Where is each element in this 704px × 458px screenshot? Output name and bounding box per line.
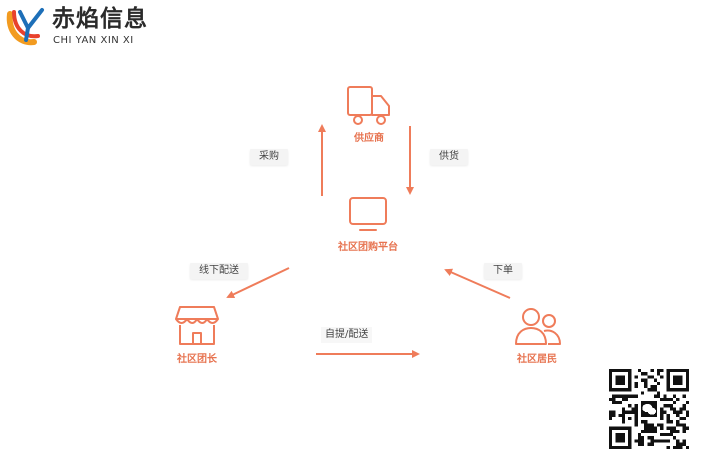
flow-label-supply: 供货 [430, 149, 468, 165]
flow-label-pickup-delivery: 自提/配送 [321, 327, 373, 343]
logo-name-cn: 赤焰信息 [52, 6, 148, 32]
people-icon [515, 308, 561, 345]
node-leader-label: 社区团长 [177, 354, 217, 365]
node-supplier-label: 供应商 [354, 133, 384, 144]
arrow-order [444, 268, 511, 299]
storefront-icon [175, 306, 219, 345]
logo-name-en: CHI YAN XIN XI [53, 35, 134, 46]
monitor-icon [349, 197, 387, 231]
chiyan-logo-icon [6, 8, 44, 46]
flow-label-order: 下单 [484, 263, 522, 279]
node-residents-label: 社区居民 [517, 354, 557, 365]
truck-icon [347, 86, 390, 125]
wechat-qr-code [609, 369, 689, 449]
node-platform-label: 社区团购平台 [338, 242, 398, 253]
flow-label-offline-delivery: 线下配送 [190, 263, 248, 279]
flow-label-purchase: 采购 [250, 149, 288, 165]
arrow-offline-delivery [226, 267, 290, 299]
